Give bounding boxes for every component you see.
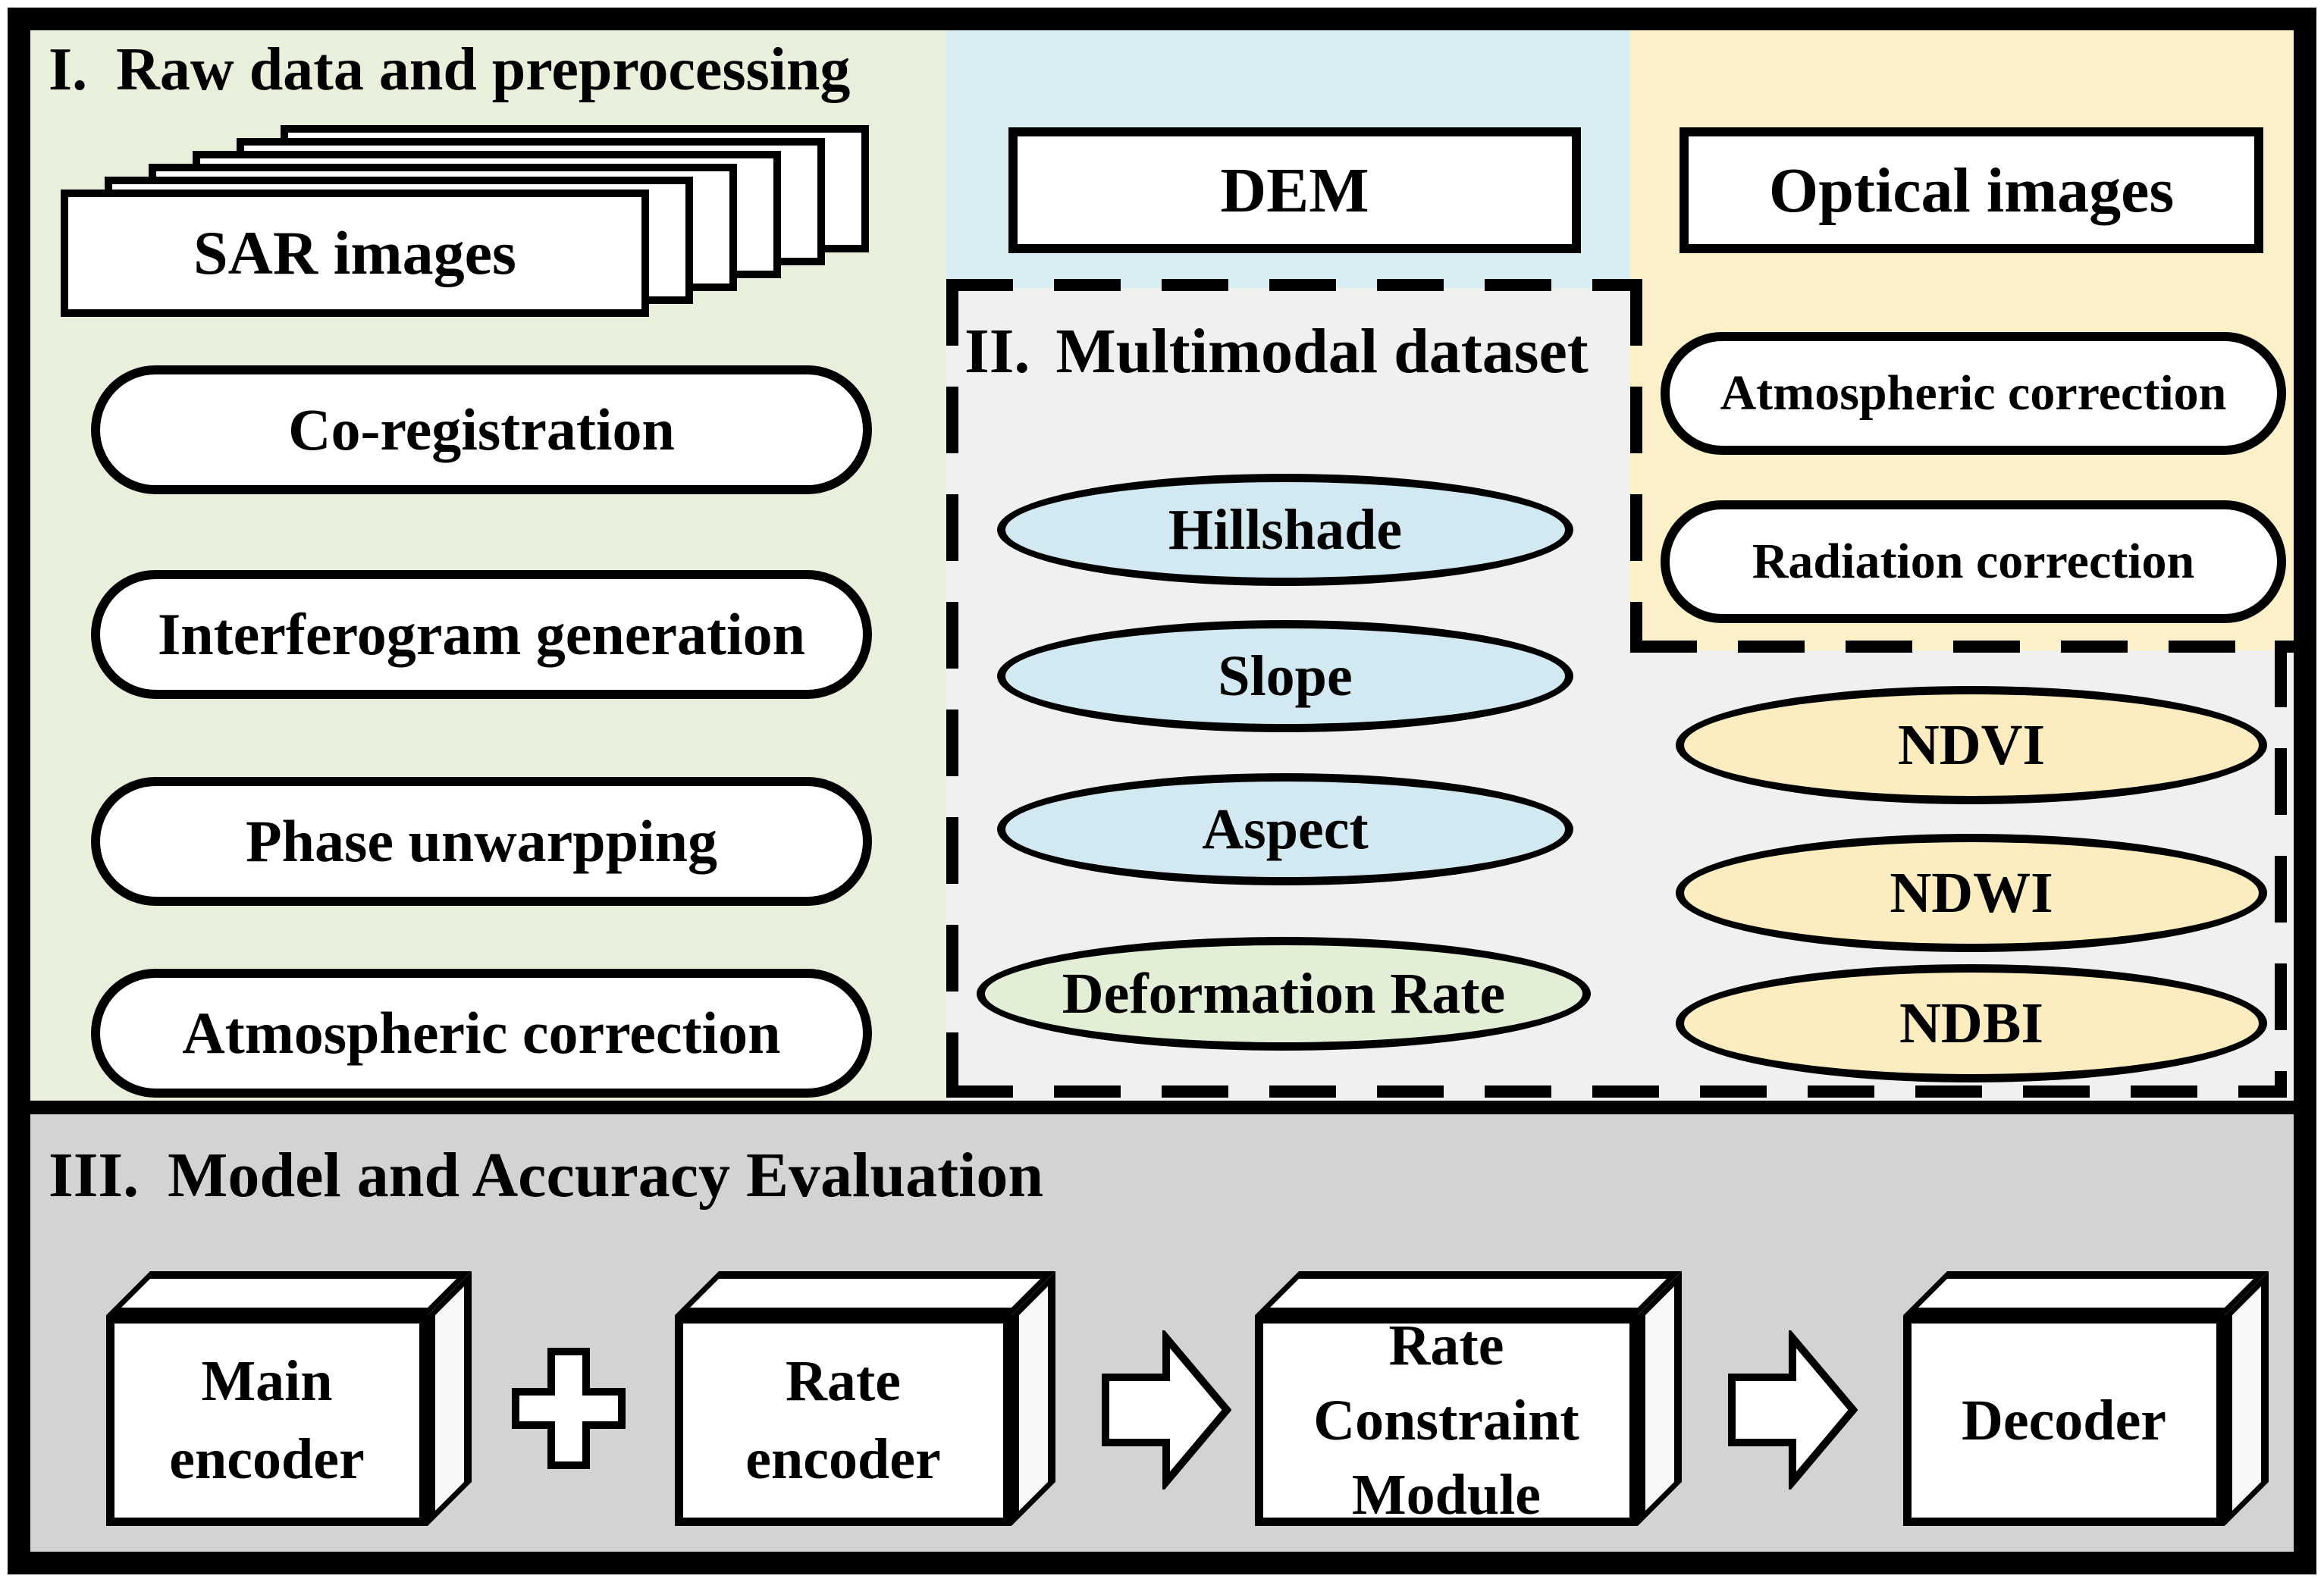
dashed-border-under-optical — [1630, 641, 2294, 653]
arrow-right-icon — [1101, 1327, 1232, 1493]
module-main-encoder: Main encoder — [106, 1271, 472, 1526]
dem-label: DEM — [1220, 155, 1369, 226]
sar-images-stack: SAR images — [61, 190, 649, 317]
section1-title: I. Raw data and preprocessing — [49, 36, 850, 103]
module-label: Main encoder — [169, 1349, 365, 1491]
dashed-border-top — [946, 279, 1630, 291]
box-front-face: Rate encoder — [675, 1315, 1011, 1526]
module-rate-encoder: Rate encoder — [675, 1271, 1055, 1526]
ellipse-ndwi: NDWI — [1676, 834, 2267, 952]
section3-numeral: III. — [49, 1140, 140, 1211]
dashed-border-bottom — [946, 1085, 2287, 1098]
ellipse-aspect: Aspect — [997, 773, 1573, 885]
module-label: Rate encoder — [745, 1349, 941, 1491]
box-side-face — [2225, 1271, 2269, 1526]
module-label: Rate Constraint Module — [1313, 1313, 1579, 1527]
box-front-face: Main encoder — [106, 1315, 428, 1526]
section1-title-text: Raw data and preprocessing — [116, 36, 851, 103]
ellipse-ndbi: NDBI — [1676, 964, 2267, 1082]
module-rate-constraint: Rate Constraint Module — [1255, 1271, 1682, 1527]
ellipse-label: NDWI — [1890, 860, 2053, 925]
ellipse-label: Hillshade — [1168, 497, 1403, 562]
section3-title-text: Model and Accuracy Evaluation — [168, 1140, 1044, 1211]
box-side-face — [1011, 1271, 1055, 1526]
dem-box: DEM — [1008, 127, 1581, 253]
box-top-face — [1903, 1271, 2269, 1315]
step-label: Phase unwarpping — [245, 808, 718, 874]
step-label: Interferogram generation — [157, 601, 806, 667]
module-decoder: Decoder — [1903, 1271, 2269, 1526]
module-label: Decoder — [1961, 1388, 2167, 1452]
optical-images-label: Optical images — [1768, 155, 2175, 226]
optical-images-box: Optical images — [1679, 127, 2263, 253]
plus-icon — [512, 1348, 626, 1473]
box-side-face — [1638, 1271, 1682, 1526]
dashed-border-right — [2275, 641, 2287, 1098]
arrow-right-icon — [1727, 1327, 1858, 1493]
step-interferogram-generation: Interferogram generation — [91, 570, 872, 699]
step-label: Co-registration — [288, 396, 675, 462]
box-side-face — [428, 1271, 472, 1526]
step-atmospheric-correction-optical: Atmospheric correction — [1661, 332, 2286, 455]
step-radiation-correction: Radiation correction — [1661, 500, 2286, 623]
box-front-face: Decoder — [1903, 1315, 2225, 1526]
ellipse-deformation-rate: Deformation Rate — [977, 937, 1591, 1051]
sar-images-label: SAR images — [193, 218, 516, 287]
step-label: Radiation correction — [1752, 534, 2195, 589]
ellipse-label: NDVI — [1897, 713, 2046, 777]
ellipse-label: Deformation Rate — [1062, 961, 1506, 1026]
ellipse-label: Slope — [1218, 644, 1353, 708]
step-atmospheric-correction-sar: Atmospheric correction — [91, 969, 872, 1098]
step-co-registration: Co-registration — [91, 365, 872, 494]
dashed-border-left — [946, 279, 958, 1098]
step-phase-unwarpping: Phase unwarpping — [91, 777, 872, 906]
ellipse-ndvi: NDVI — [1676, 686, 2267, 804]
section3-title: III. Model and Accuracy Evaluation — [49, 1140, 1044, 1211]
section2-title: II. Multimodal dataset — [964, 316, 1589, 387]
section2-title-text: Multimodal dataset — [1055, 316, 1589, 387]
dashed-border-middle-vertical — [1630, 279, 1642, 653]
ellipse-label: Aspect — [1202, 797, 1369, 861]
ellipse-hillshade: Hillshade — [997, 474, 1573, 586]
section2-numeral: II. — [964, 316, 1030, 387]
section1-numeral: I. — [49, 36, 88, 103]
step-label: Atmospheric correction — [182, 1000, 781, 1066]
step-label: Atmospheric correction — [1720, 365, 2227, 421]
box-top-face — [675, 1271, 1055, 1315]
box-front-face: Rate Constraint Module — [1255, 1314, 1638, 1527]
box-top-face — [106, 1271, 472, 1315]
ellipse-slope: Slope — [997, 620, 1573, 732]
ellipse-label: NDBI — [1899, 991, 2044, 1055]
